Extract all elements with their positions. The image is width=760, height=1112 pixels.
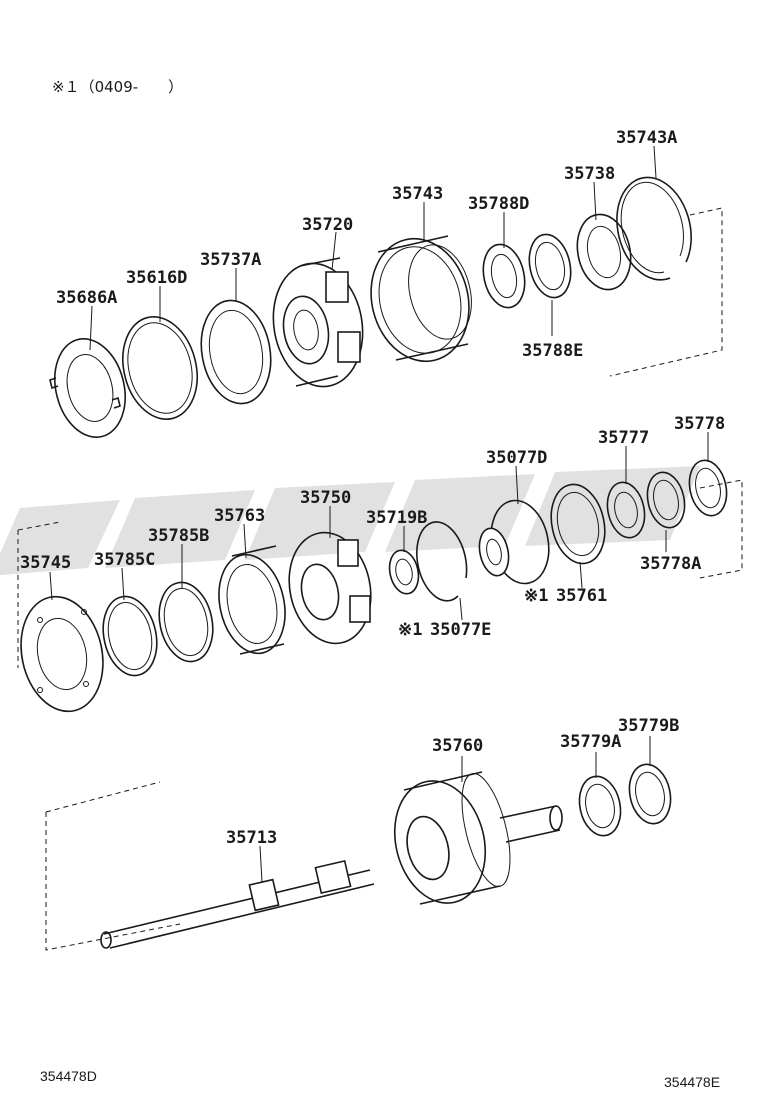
mark-35077E: ※1	[398, 620, 422, 640]
watermark-logo	[0, 466, 700, 576]
label-35738: 35738	[564, 164, 615, 184]
label-35779B: 35779B	[618, 716, 679, 736]
part-35785B-ring[interactable]	[152, 577, 219, 666]
part-35761-clutch-ring[interactable]	[544, 479, 611, 568]
part-35777-race[interactable]	[603, 479, 650, 541]
part-35720-planet-carrier[interactable]	[264, 256, 372, 393]
part-35686A-washer[interactable]	[45, 331, 135, 444]
part-35743A-snap-ring[interactable]	[616, 176, 692, 281]
part-35788E-bearing[interactable]	[524, 231, 576, 302]
part-35077E-snap-ring[interactable]	[416, 521, 468, 602]
label-35750: 35750	[300, 488, 351, 508]
label-35745: 35745	[20, 553, 71, 573]
part-35763-ring-gear[interactable]	[210, 545, 293, 660]
mark-35761: ※1	[524, 586, 548, 606]
label-35761: 35761	[556, 586, 607, 606]
section-frame-top	[609, 207, 723, 377]
section-frame-mid	[17, 479, 743, 668]
leader-lines	[49, 145, 709, 883]
part-35778A-bearing[interactable]	[643, 469, 690, 531]
label-35785C: 35785C	[94, 550, 155, 570]
part-35779A-race[interactable]	[574, 772, 626, 839]
part-35750-planet-carrier[interactable]	[279, 525, 381, 651]
part-35738-washer[interactable]	[571, 209, 638, 294]
label-35616D: 35616D	[126, 268, 187, 288]
supersession-note: ※１（0409- ）	[52, 78, 183, 96]
label-35788E: 35788E	[522, 341, 583, 361]
label-35785B: 35785B	[148, 526, 209, 546]
part-35778-race[interactable]	[685, 457, 732, 519]
section-frame-bottom	[45, 781, 181, 951]
part-35779B-race[interactable]	[624, 760, 676, 827]
part-35713-shaft[interactable]	[100, 859, 375, 949]
part-35616D-ring[interactable]	[112, 309, 207, 427]
part-35737A-plate[interactable]	[193, 295, 278, 409]
label-35777: 35777	[598, 428, 649, 448]
label-35077E: 35077E	[430, 620, 491, 640]
label-35778A: 35778A	[640, 554, 701, 574]
label-35720: 35720	[302, 215, 353, 235]
label-35737A: 35737A	[200, 250, 261, 270]
footer-left-code: 354478D	[40, 1068, 97, 1084]
part-35760-output-carrier[interactable]	[382, 769, 563, 913]
label-35077D: 35077D	[486, 448, 547, 468]
part-35077D-sun-gear[interactable]	[475, 495, 556, 589]
label-35778: 35778	[674, 414, 725, 434]
label-35763: 35763	[214, 506, 265, 526]
label-35788D: 35788D	[468, 194, 529, 214]
part-35719B-bearing[interactable]	[386, 548, 423, 597]
label-35760: 35760	[432, 736, 483, 756]
footer-right-code: 354478E	[664, 1074, 720, 1090]
label-35743A: 35743A	[616, 128, 677, 148]
part-35745-flange[interactable]	[11, 589, 113, 719]
label-35713: 35713	[226, 828, 277, 848]
label-35779A: 35779A	[560, 732, 621, 752]
label-35743: 35743	[392, 184, 443, 204]
label-35719B: 35719B	[366, 508, 427, 528]
part-35785C-ring[interactable]	[96, 591, 163, 680]
part-35788D-race[interactable]	[478, 241, 530, 312]
label-35686A: 35686A	[56, 288, 117, 308]
part-35743-ring-gear[interactable]	[358, 228, 481, 372]
